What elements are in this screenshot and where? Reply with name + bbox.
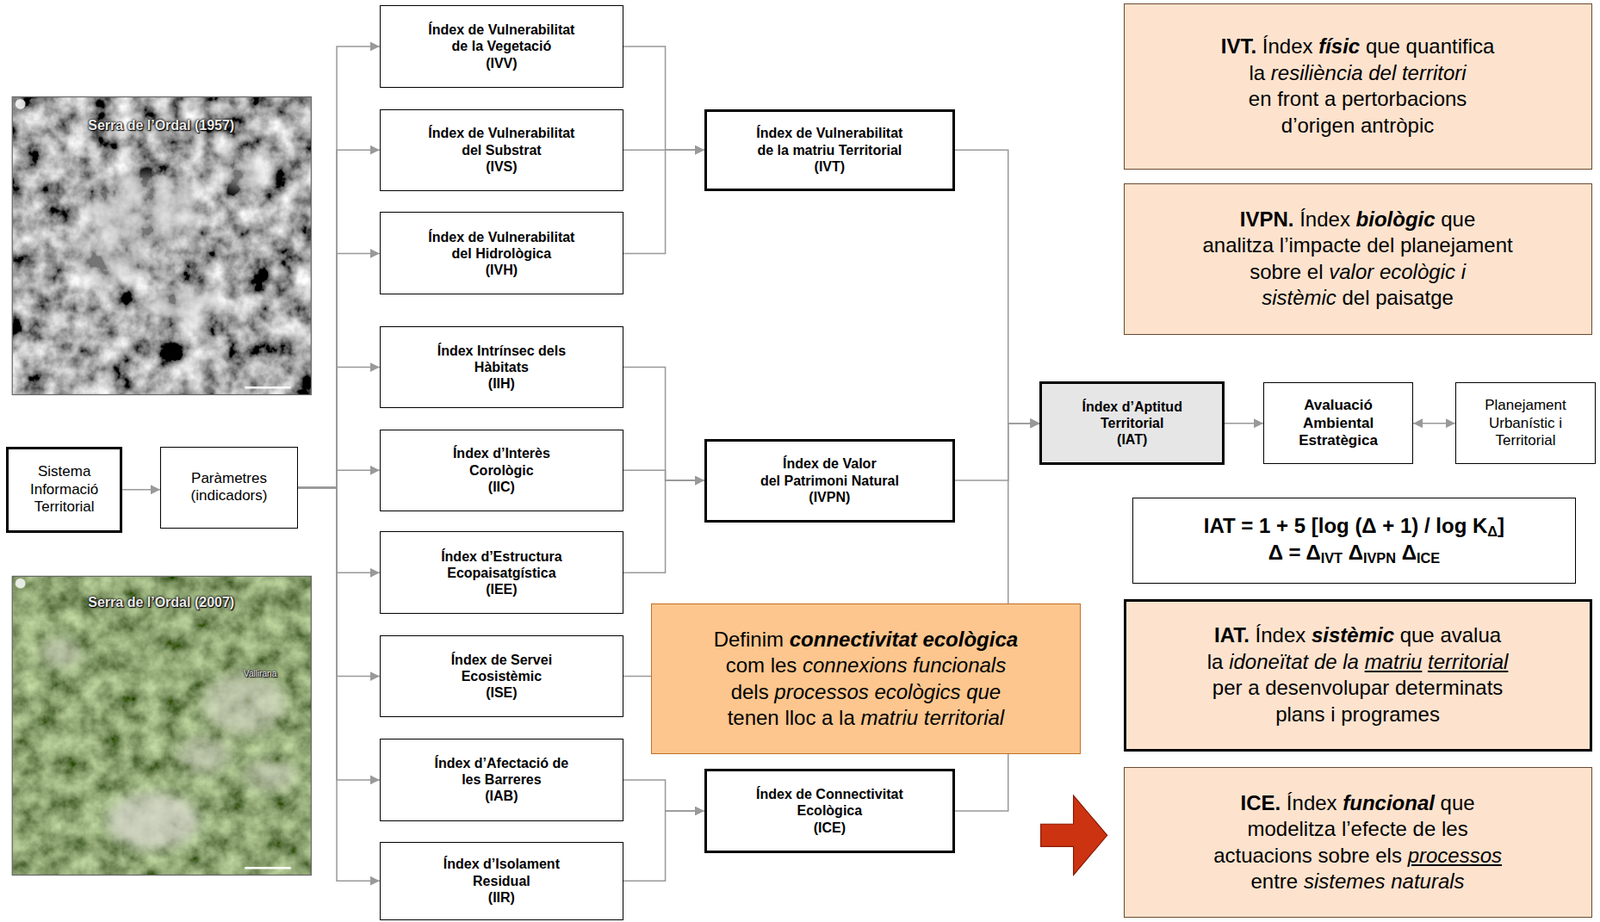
index-box: Índex de Vulnerabilitat del Substrat (IV… [379,109,624,192]
result-index-box: Índex d’Aptitud Territorial (IAT) [1039,381,1224,466]
connector [122,489,161,491]
connector [623,470,705,481]
node-text: Índex d’Isolament Residual (IIR) [443,855,560,906]
node-text: IVT. Índex físic que quantifica la resil… [1221,33,1495,139]
node-text: Δ = ΔIVT ΔIVPN ΔICE [1268,540,1440,568]
index-box: Índex de Vulnerabilitat de la Vegetació … [379,5,624,88]
node-text: Índex d’Afectació de les Barreres (IAB) [434,755,570,806]
index-box: Índex d’Afectació de les Barreres (IAB) [379,738,624,822]
connector [623,480,705,573]
note-box: IVPN. Índex biològic que analitza l’impa… [1123,183,1593,335]
connector [297,487,380,881]
node-text: Planejament Urbanístic i Territorial [1484,396,1567,450]
node-text: ICE. Índex funcional que modelitza l’efe… [1213,790,1502,896]
photo-frame [12,576,311,875]
place-name: Vallirana [243,669,277,679]
connector [955,149,1040,424]
source-box: Sistema Informació Territorial [6,446,123,534]
connector [297,487,380,676]
composite-index-box: Índex de Valor del Patrimoni Natural (IV… [704,439,956,523]
composite-index-box: Índex de Connectivitat Ecològica (ICE) [704,768,956,853]
connector [623,149,705,254]
note-box: ICE. Índex funcional que modelitza l’efe… [1123,767,1593,918]
composite-index-box: Índex de Vulnerabilitat de la matriu Ter… [704,109,956,192]
connector [297,367,380,489]
connector [297,46,380,488]
aerial-photo-1957 [12,97,311,396]
photo-caption: Serra de l’Ordal (2007) [87,595,235,611]
node-text: Índex Intrínsec dels Hàbitats (IIH) [437,342,566,393]
note-box: IAT. Índex sistèmic que avalua la idoneï… [1123,599,1593,753]
formula-box: IAT = 1 + 5 [log (Δ + 1) / log KΔ]Δ = ΔI… [1132,497,1576,584]
node-text: Índex de Servei Ecosistèmic (ISE) [451,651,552,702]
node-text: IVPN. Índex biològic que analitza l’impa… [1202,206,1513,312]
connector [623,780,705,812]
index-box: Índex de Vulnerabilitat del Hidrològica … [379,211,624,295]
node-text: Índex de Connectivitat Ecològica (ICE) [756,786,904,837]
node-text: Índex d’Estructura Ecopaisatgística (IEE… [440,548,563,599]
connector [623,675,652,678]
connector [1413,422,1456,425]
definition-callout: Definim connectivitat ecològica com les … [651,603,1081,754]
connector [297,470,380,488]
connector [297,487,380,780]
node-text: Índex de Vulnerabilitat de la Vegetació … [427,21,575,72]
connector [955,423,1040,481]
index-box: Índex d’Isolament Residual (IIR) [379,842,624,921]
node-text: Índex d’Aptitud Territorial (IAT) [1081,398,1182,449]
connector [1224,422,1264,425]
connector [623,46,705,150]
process-box: Paràmetres (indicadors) [160,446,298,529]
node-text: IAT = 1 + 5 [log (Δ + 1) / log KΔ] [1203,514,1505,541]
note-box: IVT. Índex físic que quantifica la resil… [1123,3,1593,170]
process-box: Planejament Urbanístic i Territorial [1455,382,1597,465]
photo-caption: Serra de l’Ordal (1957) [87,117,235,134]
node-text: Índex de Vulnerabilitat del Substrat (IV… [427,124,575,175]
photo-frame [12,97,311,396]
node-text: Definim connectivitat ecològica com les … [713,626,1018,732]
node-text: Índex de Valor del Patrimoni Natural (IV… [760,455,900,506]
node-text: IAT. Índex sistèmic que avalua la idoneï… [1207,622,1509,728]
aerial-photo-2007 [12,576,311,875]
pointer-arrow [1041,795,1108,875]
index-box: Índex de Servei Ecosistèmic (ISE) [379,635,624,718]
node-text: Índex de Vulnerabilitat de la matriu Ter… [756,124,903,175]
node-text: Paràmetres (indicadors) [191,470,268,506]
node-text: Índex de Vulnerabilitat del Hidrològica … [427,229,575,280]
connector [297,149,380,488]
node-text: Índex d’Interès Corològic (IIC) [452,445,551,496]
node-text: Sistema Informació Territorial [30,463,99,516]
process-box: Avaluació Ambiental Estratègica [1263,382,1414,465]
connector [297,487,380,573]
connector [623,811,705,881]
index-box: Índex Intrínsec dels Hàbitats (IIH) [379,326,624,409]
index-box: Índex d’Estructura Ecopaisatgística (IEE… [379,531,624,614]
node-text: Avaluació Ambiental Estratègica [1298,396,1378,450]
index-box: Índex d’Interès Corològic (IIC) [379,429,624,512]
connector [623,367,705,482]
connector [297,253,380,488]
